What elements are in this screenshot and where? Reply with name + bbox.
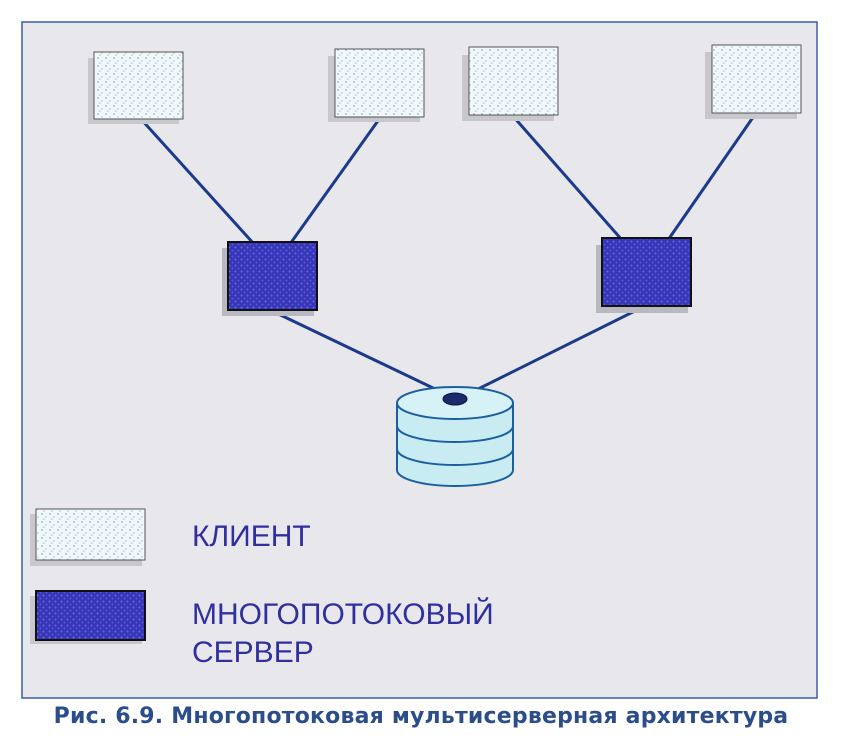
client-node [88,51,184,124]
client-node [462,46,559,121]
legend-server-label-line1: МНОГОПОТОКОВЫЙ [192,597,494,631]
legend-server-swatch [30,590,146,644]
link-client1-server1 [138,116,256,246]
figure-caption: Рис. 6.9. Многопотоковая мультисерверная… [53,704,789,729]
legend-client-swatch [30,508,146,566]
database-icon [396,386,514,487]
server-node [222,241,318,316]
link-server1-db [269,308,455,400]
client-node [705,44,802,119]
db-connection-point [442,392,468,406]
link-client3-server2 [510,114,624,241]
legend-server-label-line2: СЕРВЕР [192,636,314,669]
client-node [328,48,425,122]
server-node [596,237,692,313]
legend-client-label: КЛИЕНТ [192,520,311,553]
connection-links [138,112,758,400]
link-client2-server1 [288,117,382,245]
link-server2-db [459,304,646,400]
link-client4-server2 [666,112,758,241]
